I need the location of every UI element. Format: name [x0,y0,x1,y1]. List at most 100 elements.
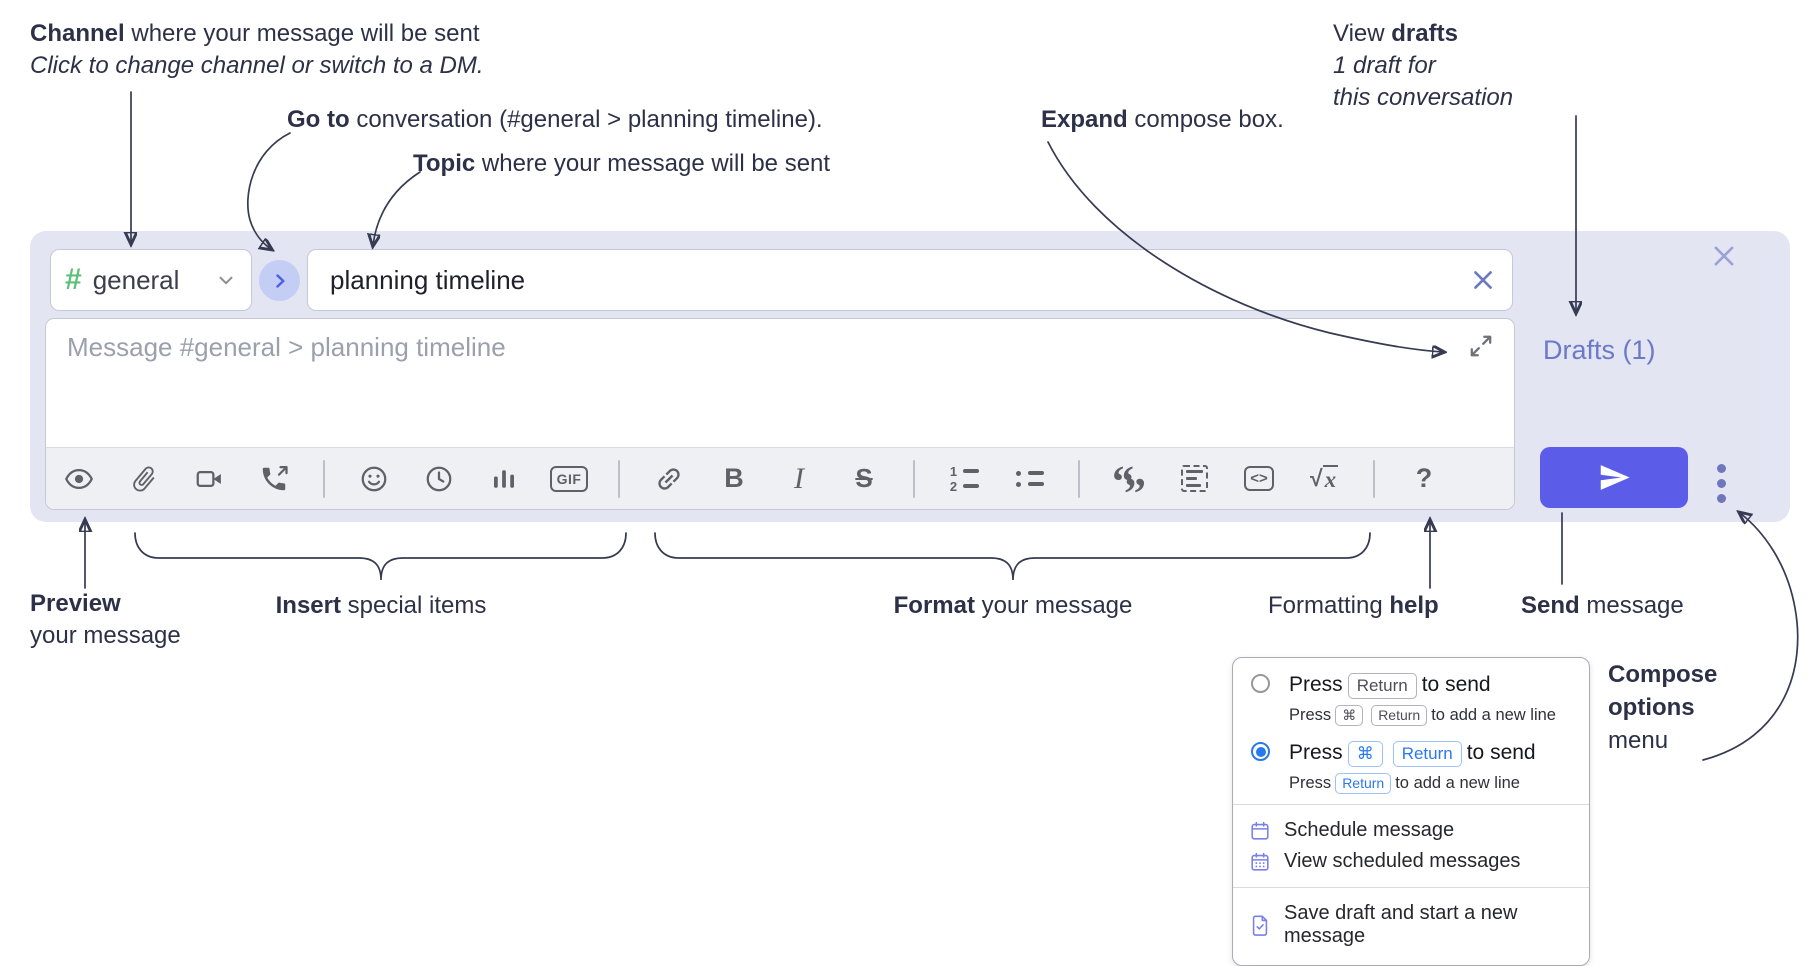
channel-annotation-rest: where your message will be sent [124,20,480,47]
option1-main-pre: Press [1289,673,1343,696]
return-key: Return [1347,673,1417,699]
option2-sub-post: to add a new line [1395,774,1520,792]
format-brace [654,532,1371,581]
compose-options-rest: menu [1608,727,1669,754]
channel-annotation: Channel where your message will be sent … [30,18,484,82]
calendar-icon [1251,821,1269,840]
help-glyph: ? [1415,463,1433,493]
clear-topic-icon[interactable] [1470,267,1496,293]
insert-annotation: Insert special items [276,590,487,622]
view-drafts-lead: drafts [1391,20,1458,47]
toolbar-divider [1078,459,1080,498]
send-annotation-rest: message [1579,592,1684,619]
view-drafts-sub2: this conversation [1333,84,1514,111]
quote-icon[interactable]: “” [1112,456,1146,518]
formatting-help-annotation: Formatting help [1268,590,1439,622]
compose-options-lead1: Compose [1608,661,1718,688]
expand-annotation-rest: compose box. [1127,106,1284,133]
italic-glyph: I [794,461,804,495]
message-input[interactable] [46,319,1514,447]
gif-icon[interactable]: GIF [549,463,589,495]
menu-item-schedule-message[interactable]: Schedule message [1249,815,1573,846]
menu-item-label: Save draft and start a new message [1284,902,1518,947]
topic-input[interactable] [308,250,1512,310]
topic-annotation: Topic where your message will be sent [413,148,830,180]
go-to-annotation-lead: Go to [287,106,350,133]
channel-name: general [92,264,180,295]
format-annotation-lead: Format [893,592,975,619]
strikethrough-icon[interactable]: S [848,463,880,495]
option2-main-pre: Press [1289,741,1343,764]
compose-options-annotation: Compose options menu [1608,658,1717,757]
drafts-link[interactable]: Drafts (1) [1543,335,1656,365]
global-time-icon[interactable] [423,463,455,495]
close-compose-icon[interactable] [1710,242,1738,270]
menu-item-save-draft-new-message[interactable]: Save draft and start a new message [1249,898,1573,952]
radio-selected[interactable] [1251,742,1270,761]
option1-sub-post: to add a new line [1431,706,1556,724]
code-glyph: <> [1244,466,1274,491]
go-to-annotation: Go to conversation (#general > planning … [287,104,823,136]
expand-annotation: Expand compose box. [1041,104,1284,136]
poll-icon[interactable] [488,463,520,495]
preview-icon[interactable] [63,463,95,495]
insert-annotation-lead: Insert [275,592,341,619]
format-annotation-rest: your message [974,592,1133,619]
send-button[interactable] [1540,447,1688,508]
formatting-help-pre: Formatting [1268,592,1390,619]
toolbar-divider [618,459,620,498]
math-var-glyph: x [1322,464,1339,492]
voice-call-icon[interactable] [258,463,290,495]
toolbar-divider [1373,459,1375,498]
ellipsis-dot [1716,463,1726,473]
channel-annotation-sub: Click to change channel or switch to a D… [30,52,484,79]
preview-annotation: Preview your message [30,588,181,652]
ellipsis-dot [1716,493,1726,503]
numbered-list-icon[interactable]: 1 2 [948,463,980,495]
gif-label: GIF [549,465,589,492]
expand-compose-icon[interactable] [1468,333,1494,359]
format-annotation: Format your message [894,590,1133,622]
calendar-dots-icon [1251,852,1269,871]
code-icon[interactable]: <> [1243,463,1275,495]
menu-item-view-scheduled-messages[interactable]: View scheduled messages [1249,846,1573,877]
math-icon[interactable]: √x [1308,463,1340,495]
attach-file-icon[interactable] [128,463,160,495]
insert-annotation-rest: special items [340,592,487,619]
go-to-conversation-button[interactable] [259,260,300,301]
link-icon[interactable] [653,463,685,495]
topic-annotation-rest: where your message will be sent [475,150,831,177]
compose-toolbar: GIF B I S 1 2 [46,447,1514,518]
chevron-right-icon [275,273,285,288]
option1-sub-pre: Press [1289,706,1332,724]
view-drafts-pre: View [1333,20,1392,47]
view-drafts-sub1: 1 draft for [1333,52,1436,79]
topic-annotation-lead: Topic [413,150,476,177]
view-drafts-annotation: View drafts 1 draft for this conversatio… [1333,18,1513,114]
channel-annotation-lead: Channel [30,20,125,47]
send-annotation-lead: Send [1521,592,1580,619]
formatting-help-icon[interactable]: ? [1408,463,1440,495]
return-key: Return [1392,741,1462,767]
strikethrough-glyph: S [855,463,873,493]
video-call-icon[interactable] [193,463,225,495]
bulleted-list-icon[interactable] [1013,463,1045,495]
radio-unselected[interactable] [1251,674,1270,693]
go-to-annotation-rest: conversation (#general > planning timeli… [349,106,823,133]
topic-input-wrapper [307,249,1513,311]
compose-options-menu-button[interactable] [1708,458,1734,508]
sqrt-glyph: √ [1309,465,1323,491]
italic-icon[interactable]: I [783,461,815,495]
bold-icon[interactable]: B [718,463,750,495]
message-box: GIF B I S 1 2 [45,318,1515,518]
chevron-down-icon [219,276,233,285]
zulip-compose-box-help-page: { "annotations": { "channel": {"lead": "… [30,18,1799,966]
preview-annotation-lead: Preview [30,590,121,617]
emoji-icon[interactable] [358,463,390,495]
spoiler-icon[interactable] [1178,463,1210,495]
channel-selector[interactable]: # general [50,249,252,311]
cmd-key: ⌘ [1347,741,1383,767]
